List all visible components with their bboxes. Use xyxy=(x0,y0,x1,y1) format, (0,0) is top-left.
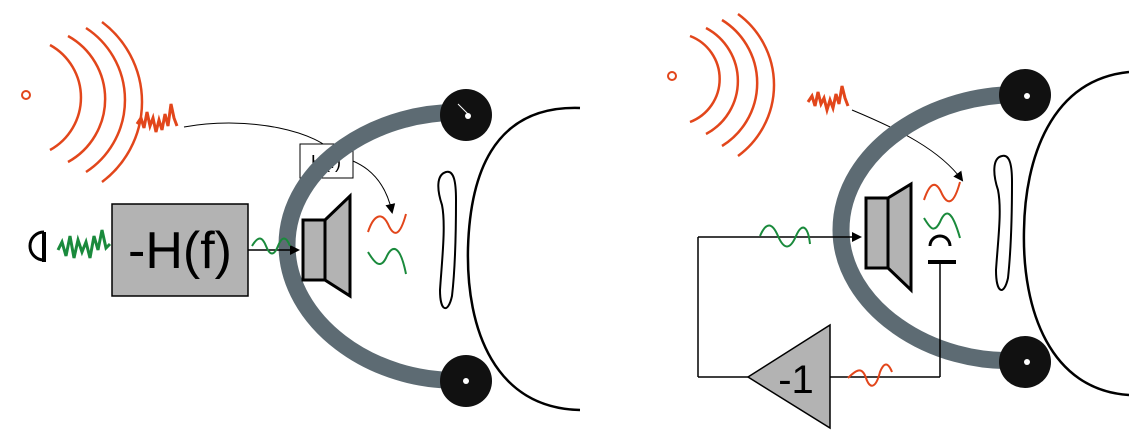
reference-signal-waveform xyxy=(56,229,112,259)
earcup-icon-right xyxy=(999,69,1051,388)
filter-box xyxy=(111,203,249,297)
ear-icon-right xyxy=(1022,70,1129,397)
residual-noise-wave-right xyxy=(923,181,961,203)
ear-canal xyxy=(437,170,458,309)
right-panel: -1 xyxy=(667,12,1129,430)
speaker-icon-right xyxy=(864,181,913,294)
earcup-band xyxy=(278,104,469,389)
acoustic-path-arrow-right xyxy=(851,109,964,182)
inverter-label: -1 xyxy=(778,358,814,402)
loop-signal-waveform xyxy=(759,224,811,248)
earcup-icon xyxy=(440,89,492,407)
filter-output-waveform xyxy=(251,237,291,255)
left-panel: H(f) -H(f) xyxy=(21,21,581,412)
noise-waveform xyxy=(135,103,179,133)
anti-noise-wave-right xyxy=(923,212,961,239)
inverter-triangle xyxy=(746,323,831,430)
speaker-icon xyxy=(301,192,352,299)
microphone-icon-right xyxy=(928,234,956,264)
residual-noise-wave xyxy=(367,213,407,234)
noise-source-icon xyxy=(21,21,144,183)
anti-noise-wave xyxy=(367,248,407,275)
filter-box-label: -H(f) xyxy=(128,222,232,280)
microphone-icon xyxy=(28,230,46,262)
ear-canal-right xyxy=(993,154,1014,291)
noise-waveform-right xyxy=(806,85,850,116)
ear-icon xyxy=(466,106,581,412)
noise-source-icon-right xyxy=(667,12,776,158)
loop-error-waveform xyxy=(847,363,893,387)
